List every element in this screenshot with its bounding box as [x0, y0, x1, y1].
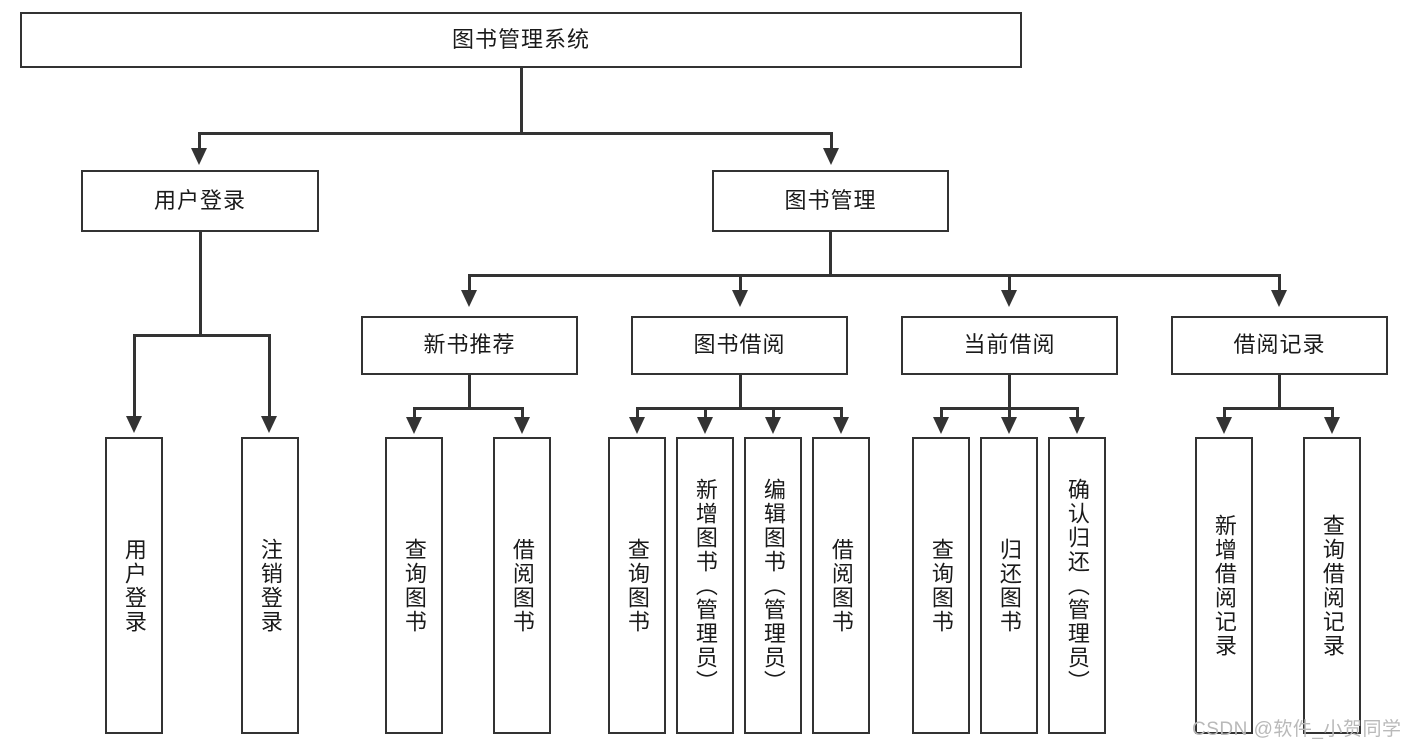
node-label: 用户登录	[121, 537, 147, 634]
watermark-csdn: CSDN @软件_小贺同学	[1192, 719, 1402, 740]
arrow-newbook-l2	[514, 417, 530, 434]
connector-bookborrow-l4	[840, 407, 843, 419]
connector-bookborrow-bar	[636, 407, 841, 410]
connector-borrowrecord-bar	[1223, 407, 1333, 410]
leaf-user-login-1[interactable]: 用户登录	[105, 437, 163, 734]
leaf-book-borrow-4[interactable]: 借阅图书	[812, 437, 870, 734]
connector-login-leaf2	[268, 334, 271, 418]
node-label: 编辑图书（管理员）	[760, 477, 786, 694]
node-label: 图书管理	[784, 187, 877, 213]
node-label: 查询图书	[401, 537, 427, 634]
node-label: 借阅图书	[828, 537, 854, 634]
connector-borrowrecord-l1	[1223, 407, 1226, 419]
connector-bookmgmt-c3	[1008, 274, 1011, 292]
connector-bookborrow-l3	[772, 407, 775, 419]
leaf-borrow-record-2[interactable]: 查询借阅记录	[1303, 437, 1361, 734]
connector-login-leaf1	[133, 334, 136, 418]
connector-newbook-l1	[413, 407, 416, 419]
node-label: 新增借阅记录	[1211, 513, 1237, 658]
node-label: 用户登录	[153, 187, 246, 213]
connector-newbook-bar	[413, 407, 523, 410]
node-label: 新书推荐	[423, 332, 516, 358]
connector-bookmgmt-c2	[739, 274, 742, 292]
leaf-current-borrow-3[interactable]: 确认归还（管理员）	[1048, 437, 1106, 734]
leaf-current-borrow-2[interactable]: 归还图书	[980, 437, 1038, 734]
arrow-bookborrow-l3	[765, 417, 781, 434]
connector-root-to-bookmgmt	[830, 132, 833, 150]
node-new-book-recommend[interactable]: 新书推荐	[361, 316, 578, 375]
leaf-book-borrow-3[interactable]: 编辑图书（管理员）	[744, 437, 802, 734]
node-label: 查询图书	[624, 537, 650, 634]
connector-bookborrow-l1	[636, 407, 639, 419]
connector-root-to-login	[198, 132, 201, 150]
arrow-bookmgmt-c4	[1271, 290, 1287, 307]
connector-root-stem	[520, 68, 523, 134]
node-user-login[interactable]: 用户登录	[81, 170, 319, 232]
node-current-borrow[interactable]: 当前借阅	[901, 316, 1118, 375]
leaf-user-login-2[interactable]: 注销登录	[241, 437, 299, 734]
arrow-bookborrow-l1	[629, 417, 645, 434]
connector-newbook-l2	[521, 407, 524, 419]
node-label: 查询借阅记录	[1319, 513, 1345, 658]
node-label: 当前借阅	[963, 332, 1056, 358]
node-label: 确认归还（管理员）	[1064, 477, 1090, 694]
connector-newbook-stem	[468, 375, 471, 409]
arrow-currentborrow-l3	[1069, 417, 1085, 434]
connector-bookmgmt-c4	[1278, 274, 1281, 292]
arrow-currentborrow-l2	[1001, 417, 1017, 434]
arrow-login-leaf2	[261, 416, 277, 433]
node-label: 借阅记录	[1233, 332, 1326, 358]
node-label: 查询图书	[928, 537, 954, 634]
node-label: 新增图书（管理员）	[692, 477, 718, 694]
node-label: 归还图书	[996, 537, 1022, 634]
connector-borrowrecord-stem	[1278, 375, 1281, 409]
node-book-management[interactable]: 图书管理	[712, 170, 949, 232]
connector-bookborrow-l2	[704, 407, 707, 419]
arrow-bookborrow-l4	[833, 417, 849, 434]
leaf-current-borrow-1[interactable]: 查询图书	[912, 437, 970, 734]
node-label: 图书管理系统	[451, 26, 590, 52]
node-borrow-record[interactable]: 借阅记录	[1171, 316, 1388, 375]
arrow-root-to-bookmgmt	[823, 148, 839, 165]
node-label: 注销登录	[257, 537, 283, 634]
connector-login-stem	[199, 232, 202, 336]
arrow-login-leaf1	[126, 416, 142, 433]
arrow-newbook-l1	[406, 417, 422, 434]
node-book-borrow[interactable]: 图书借阅	[631, 316, 848, 375]
leaf-book-borrow-1[interactable]: 查询图书	[608, 437, 666, 734]
leaf-new-book-recommend-1[interactable]: 查询图书	[385, 437, 443, 734]
connector-bookmgmt-c1	[468, 274, 471, 292]
node-label: 图书借阅	[693, 332, 786, 358]
leaf-book-borrow-2[interactable]: 新增图书（管理员）	[676, 437, 734, 734]
node-label: 借阅图书	[509, 537, 535, 634]
leaf-borrow-record-1[interactable]: 新增借阅记录	[1195, 437, 1253, 734]
connector-currentborrow-l3	[1076, 407, 1079, 419]
leaf-new-book-recommend-2[interactable]: 借阅图书	[493, 437, 551, 734]
connector-currentborrow-l1	[940, 407, 943, 419]
arrow-currentborrow-l1	[933, 417, 949, 434]
connector-login-bar	[133, 334, 270, 337]
arrow-root-to-login	[191, 148, 207, 165]
node-root-system[interactable]: 图书管理系统	[20, 12, 1022, 68]
arrow-borrowrecord-l1	[1216, 417, 1232, 434]
arrow-bookborrow-l2	[697, 417, 713, 434]
arrow-borrowrecord-l2	[1324, 417, 1340, 434]
connector-bookborrow-stem	[739, 375, 742, 409]
arrow-bookmgmt-c2	[732, 290, 748, 307]
connector-borrowrecord-l2	[1331, 407, 1334, 419]
arrow-bookmgmt-c3	[1001, 290, 1017, 307]
connector-currentborrow-l2	[1008, 407, 1011, 419]
connector-currentborrow-stem	[1008, 375, 1011, 409]
connector-root-bar	[198, 132, 832, 135]
connector-bookmgmt-bar	[468, 274, 1281, 277]
connector-bookmgmt-stem	[829, 232, 832, 276]
arrow-bookmgmt-c1	[461, 290, 477, 307]
